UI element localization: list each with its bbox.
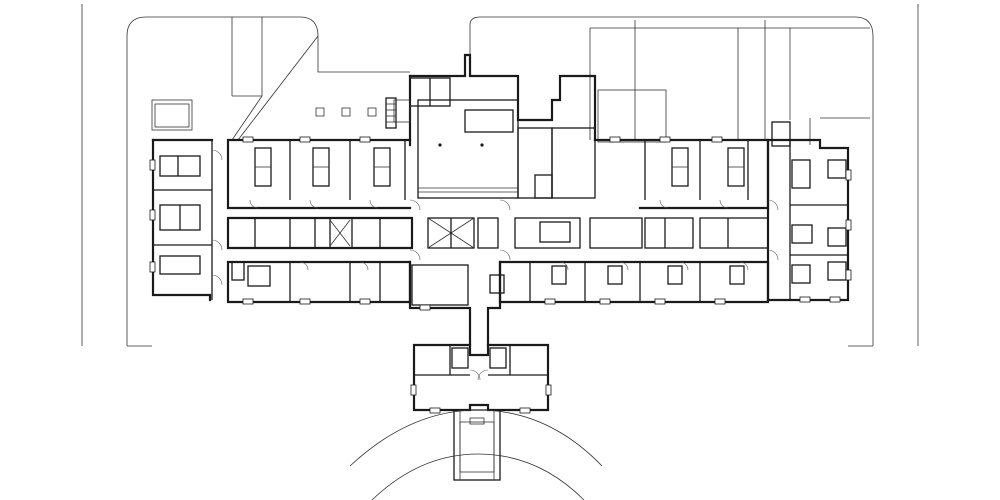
service-yard bbox=[151, 17, 870, 145]
west-south-rooms bbox=[226, 260, 412, 304]
entry-drive bbox=[349, 409, 603, 500]
south-connector bbox=[408, 260, 505, 347]
west-north-rooms bbox=[226, 138, 412, 210]
east-end-block bbox=[766, 121, 850, 302]
corridor-core bbox=[226, 216, 769, 250]
admin-block bbox=[412, 343, 550, 412]
north-block bbox=[385, 53, 597, 199]
west-wing bbox=[151, 138, 214, 302]
east-south-rooms bbox=[498, 260, 770, 304]
door-swings bbox=[211, 149, 779, 381]
site-lines bbox=[81, 4, 919, 347]
east-north-rooms bbox=[593, 138, 770, 210]
entry-canopy bbox=[453, 409, 501, 481]
windows bbox=[149, 136, 852, 414]
